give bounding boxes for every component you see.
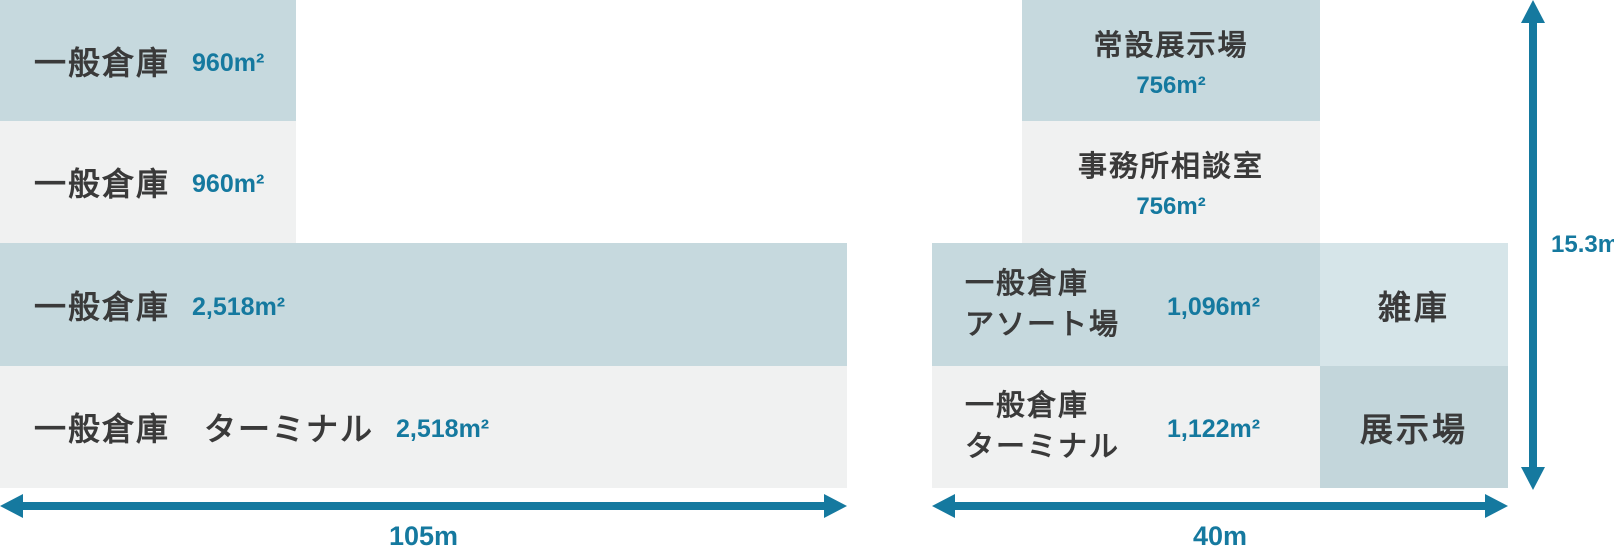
arrow-head-right-icon — [1485, 494, 1508, 518]
height-dimension-arrow — [1521, 0, 1545, 490]
arrow-head-up-icon — [1521, 0, 1545, 23]
width-dimension-label-left: 105m — [388, 521, 459, 551]
annex-name: 展示場 — [1360, 411, 1468, 448]
arrow-bar — [944, 502, 1496, 510]
floor-name: 一般倉庫ターミナル — [965, 386, 1153, 468]
arrow-head-down-icon — [1521, 467, 1545, 490]
floor-area-value: 960m² — [192, 170, 265, 198]
arrow-head-left-icon — [932, 494, 955, 518]
floor-area-value: 756m² — [1136, 193, 1206, 220]
arrow-bar — [1529, 12, 1537, 478]
width-dimension-arrow-right-building — [932, 494, 1508, 518]
right-building-floor-4-annex: 展示場 — [1320, 366, 1508, 488]
floor-name: 一般倉庫アソート場 — [965, 264, 1153, 346]
floor-name: 一般倉庫 ターミナル — [34, 411, 375, 447]
left-building-floor-3: 一般倉庫 2,518m² — [0, 243, 847, 366]
floor-name: 一般倉庫 — [34, 288, 171, 325]
floor-area-value: 1,096m² — [1167, 292, 1261, 321]
width-dimension-arrow-left-building — [0, 494, 847, 518]
right-building-floor-3-main: 一般倉庫アソート場 1,096m² — [932, 243, 1320, 366]
arrow-head-right-icon — [824, 494, 847, 518]
arrow-head-left-icon — [0, 494, 23, 518]
floor-name: 常設展示場 — [1093, 29, 1249, 62]
height-dimension-label: 15.3m — [1551, 231, 1614, 258]
left-building-floor-1: 一般倉庫 960m² — [0, 0, 296, 121]
floor-name: 一般倉庫 — [34, 44, 171, 81]
right-building-floor-1: 常設展示場 756m² — [1022, 0, 1320, 121]
floor-name-line-1: 一般倉庫 — [965, 390, 1090, 422]
floor-area-value: 2,518m² — [192, 292, 286, 321]
annex-name: 雑庫 — [1378, 288, 1450, 326]
right-building-floor-4-main: 一般倉庫ターミナル 1,122m² — [932, 366, 1320, 488]
floor-area-value: 960m² — [192, 48, 265, 77]
left-building-floor-2: 一般倉庫 960m² — [0, 121, 296, 243]
floor-name: 事務所相談室 — [1077, 151, 1264, 183]
right-building-floor-3-annex: 雑庫 — [1320, 243, 1508, 366]
floor-name-line-1: 一般倉庫 — [965, 267, 1090, 300]
width-dimension-label-right: 40m — [1192, 521, 1248, 551]
left-building-floor-4: 一般倉庫 ターミナル 2,518m² — [0, 366, 847, 488]
floor-area-value: 1,122m² — [1167, 415, 1261, 443]
floor-name: 一般倉庫 — [34, 166, 171, 202]
floor-area-value: 756m² — [1136, 71, 1206, 99]
right-building-floor-2: 事務所相談室 756m² — [1022, 121, 1320, 243]
floor-name-line-2: ターミナル — [965, 431, 1121, 463]
floor-name-line-2: アソート場 — [965, 308, 1121, 341]
arrow-bar — [12, 502, 835, 510]
floor-area-value: 2,518m² — [396, 415, 490, 443]
